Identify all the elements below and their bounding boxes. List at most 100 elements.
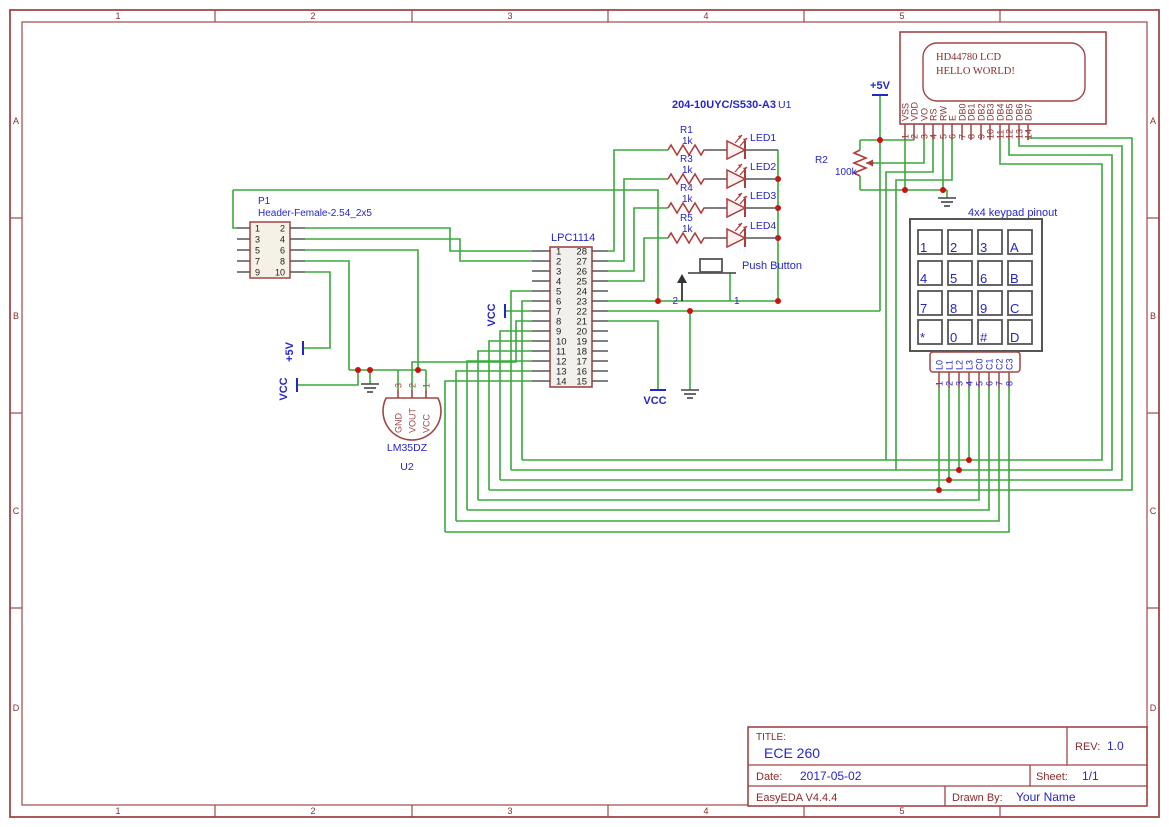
keypad-conn-label: L2	[955, 360, 965, 370]
keypad-key[interactable]	[917, 229, 943, 255]
frame-row-label: C	[1150, 506, 1157, 516]
lpc-pin-number: 3	[556, 267, 561, 278]
rev-label: REV:	[1075, 741, 1100, 753]
wire	[466, 360, 532, 510]
led-arrow-icon	[743, 226, 747, 230]
keypad-key[interactable]	[977, 260, 1003, 286]
keypad-key[interactable]	[977, 229, 1003, 255]
keypad-key[interactable]	[977, 319, 1003, 345]
lpc-pin-number: 17	[576, 357, 587, 368]
led-icon[interactable]	[726, 168, 747, 190]
keypad-key[interactable]	[977, 290, 1003, 316]
keypad-conn-label: L1	[945, 360, 955, 370]
keypad-key[interactable]	[947, 319, 973, 345]
lpc-pin-number: 16	[576, 367, 587, 378]
lm35-pin-name: VCC	[422, 413, 432, 433]
keypad-conn-number: 3	[955, 381, 965, 386]
lcd-pin-name: DB4	[996, 103, 1006, 121]
junction-dot	[415, 367, 421, 373]
keypad-key-label: 9	[980, 301, 987, 316]
resistor-ref: R4	[680, 183, 693, 194]
frame-row-label: B	[1150, 311, 1156, 321]
resistor-ref: R5	[680, 213, 693, 224]
keypad-key[interactable]	[1007, 229, 1033, 255]
title-block	[747, 726, 1148, 807]
p1-pin-number: 8	[280, 257, 285, 267]
push-button-pin-number: 2	[672, 296, 678, 307]
keypad-key[interactable]	[1007, 319, 1033, 345]
keypad-key[interactable]	[917, 260, 943, 286]
lpc1114-body[interactable]	[549, 246, 593, 388]
keypad-key[interactable]	[1007, 260, 1033, 286]
lm35-pin-name: GND	[394, 413, 404, 434]
keypad-key-label: C	[1010, 301, 1019, 316]
lcd-display-line2: HELLO WORLD!	[936, 66, 1015, 77]
lm35-pin-number: 1	[422, 383, 432, 388]
lcd-pin-number: 8	[967, 134, 977, 139]
lpc-pin-number: 18	[576, 347, 587, 358]
keypad-key-label: A	[1010, 240, 1019, 255]
p1-pin-number: 7	[255, 257, 260, 267]
wire	[445, 388, 1010, 533]
keypad-key-label: #	[980, 330, 988, 345]
led-label: LED2	[750, 161, 776, 173]
lpc-pin-number: 5	[556, 287, 561, 298]
keypad-key-label: 1	[920, 240, 927, 255]
wire	[478, 388, 980, 501]
junction-dot	[367, 367, 373, 373]
p1-pin-number: 4	[280, 235, 285, 245]
keypad-key[interactable]	[1007, 290, 1033, 316]
date-value: 2017-05-02	[800, 769, 862, 783]
frame-col-label: 4	[703, 11, 708, 21]
wire	[303, 271, 331, 349]
wire	[608, 320, 659, 390]
frame-col-label: 5	[899, 806, 904, 816]
keypad-conn-number: 2	[945, 381, 955, 386]
wire	[511, 140, 1113, 471]
keypad-key[interactable]	[947, 260, 973, 286]
led-icon[interactable]	[726, 197, 747, 219]
lcd-pin-name: VSS	[901, 103, 911, 121]
lm35-body[interactable]	[382, 397, 442, 441]
p1-header-body[interactable]	[249, 221, 291, 279]
wire	[467, 388, 990, 511]
wire	[488, 340, 532, 490]
tool-version: EasyEDA V4.4.4	[756, 792, 837, 804]
wire	[872, 140, 925, 164]
keypad-conn-label: C3	[1005, 358, 1015, 370]
keypad-key[interactable]	[917, 290, 943, 316]
lpc-pin-number: 10	[556, 337, 567, 348]
p1-pin-number: 9	[255, 268, 260, 278]
lcd-pin-number: 11	[996, 130, 1006, 139]
keypad-key[interactable]	[917, 319, 943, 345]
keypad-key[interactable]	[947, 229, 973, 255]
frame-col-label: 2	[310, 806, 315, 816]
keypad-key-label: B	[1010, 271, 1019, 286]
led-icon[interactable]	[726, 227, 747, 249]
keypad-key-label: D	[1010, 330, 1019, 345]
keypad-key[interactable]	[947, 290, 973, 316]
push-button-label: Push Button	[742, 260, 802, 272]
keypad-key-label: *	[920, 330, 925, 345]
push-button-cap[interactable]	[699, 258, 723, 273]
plus5v-label: +5V	[284, 341, 296, 362]
lcd-pin-number: 10	[986, 129, 996, 139]
led-icon[interactable]	[726, 139, 747, 161]
drawn-by-label: Drawn By:	[952, 792, 1003, 804]
lcd-pin-number: 12	[1005, 129, 1015, 139]
lcd-pin-number: 4	[929, 134, 939, 139]
resistor-icon	[667, 143, 706, 157]
lpc-pin-number: 9	[556, 327, 561, 338]
wire	[305, 260, 350, 370]
resistor-icon	[667, 231, 706, 245]
title-label: TITLE:	[756, 732, 786, 743]
lcd-pin-number: 13	[1015, 129, 1025, 139]
resistor-ref: R3	[680, 154, 693, 165]
frame-col-label: 4	[703, 806, 708, 816]
lpc-pin-number: 8	[556, 317, 561, 328]
keypad-connector[interactable]	[929, 351, 1021, 373]
lpc-pin-number: 15	[576, 377, 587, 388]
lcd-pin-name: DB0	[958, 103, 968, 121]
keypad-conn-number: 7	[995, 381, 1005, 386]
